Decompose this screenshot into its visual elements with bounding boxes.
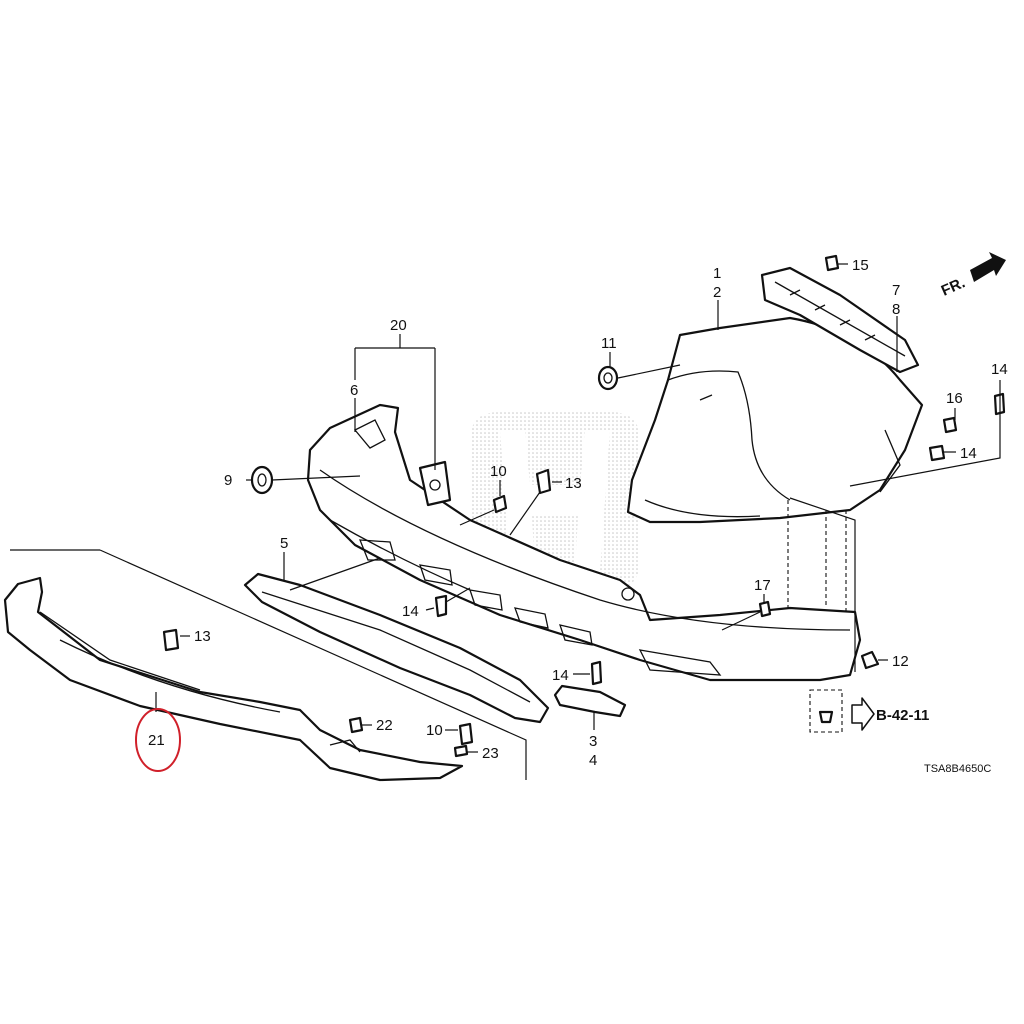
callout-14-middle: 14	[402, 603, 419, 620]
front-direction-label: FR.	[939, 274, 968, 299]
skid-plate	[3, 576, 464, 782]
callout-13-top: 13	[565, 475, 582, 492]
callout-12: 12	[892, 653, 909, 670]
callout-6: 6	[350, 382, 358, 399]
fastener-22	[348, 716, 364, 734]
bumper-side-bracket	[760, 266, 920, 374]
fastener-14b	[590, 660, 603, 686]
callout-21: 21	[148, 732, 165, 749]
callout-14-right: 14	[960, 445, 977, 462]
callout-10-bottom: 10	[426, 722, 443, 739]
callout-3: 3	[589, 733, 597, 750]
fastener-16	[942, 416, 958, 434]
bumper-center-bracket	[418, 460, 452, 507]
fastener-23	[453, 744, 469, 758]
fastener-10b	[458, 722, 474, 746]
fastener-15	[824, 254, 840, 272]
clip-12	[860, 650, 880, 670]
leader-lines	[10, 263, 1001, 780]
callout-11: 11	[601, 335, 617, 352]
callout-13-left: 13	[194, 628, 211, 645]
rear-bumper-face	[626, 316, 924, 524]
callout-8: 8	[892, 301, 900, 318]
callout-17: 17	[754, 577, 771, 594]
callout-15: 15	[852, 257, 869, 274]
reference-clip-box	[809, 689, 843, 733]
callout-10-top: 10	[490, 463, 507, 480]
reference-label: B-42-11	[876, 707, 929, 724]
callout-23: 23	[482, 745, 499, 762]
fastener-14c	[928, 444, 946, 462]
fastener-13a	[535, 468, 552, 495]
fastener-13b	[162, 628, 180, 652]
fastener-11	[597, 365, 619, 391]
fastener-17	[758, 600, 772, 618]
callout-4: 4	[589, 752, 597, 769]
front-direction-arrow-icon	[970, 252, 1006, 282]
callout-20: 20	[390, 317, 407, 334]
rear-reflector	[553, 684, 627, 718]
fastener-10a	[492, 494, 508, 514]
callout-1: 1	[713, 265, 721, 282]
reference-arrow-icon	[851, 697, 875, 731]
fastener-9	[250, 465, 274, 495]
callout-22: 22	[376, 717, 393, 734]
callout-7: 7	[892, 282, 900, 299]
callout-9: 9	[224, 472, 232, 489]
rear-garnish	[243, 572, 550, 724]
diagram-code: TSA8B4650C	[924, 763, 991, 775]
callout-16: 16	[946, 390, 963, 407]
callout-5: 5	[280, 535, 288, 552]
callout-14-right-top: 14	[991, 361, 1008, 378]
callout-14-lower: 14	[552, 667, 569, 684]
callout-2: 2	[713, 284, 721, 301]
highlight-circle	[135, 708, 181, 772]
fastener-14a	[434, 594, 448, 618]
